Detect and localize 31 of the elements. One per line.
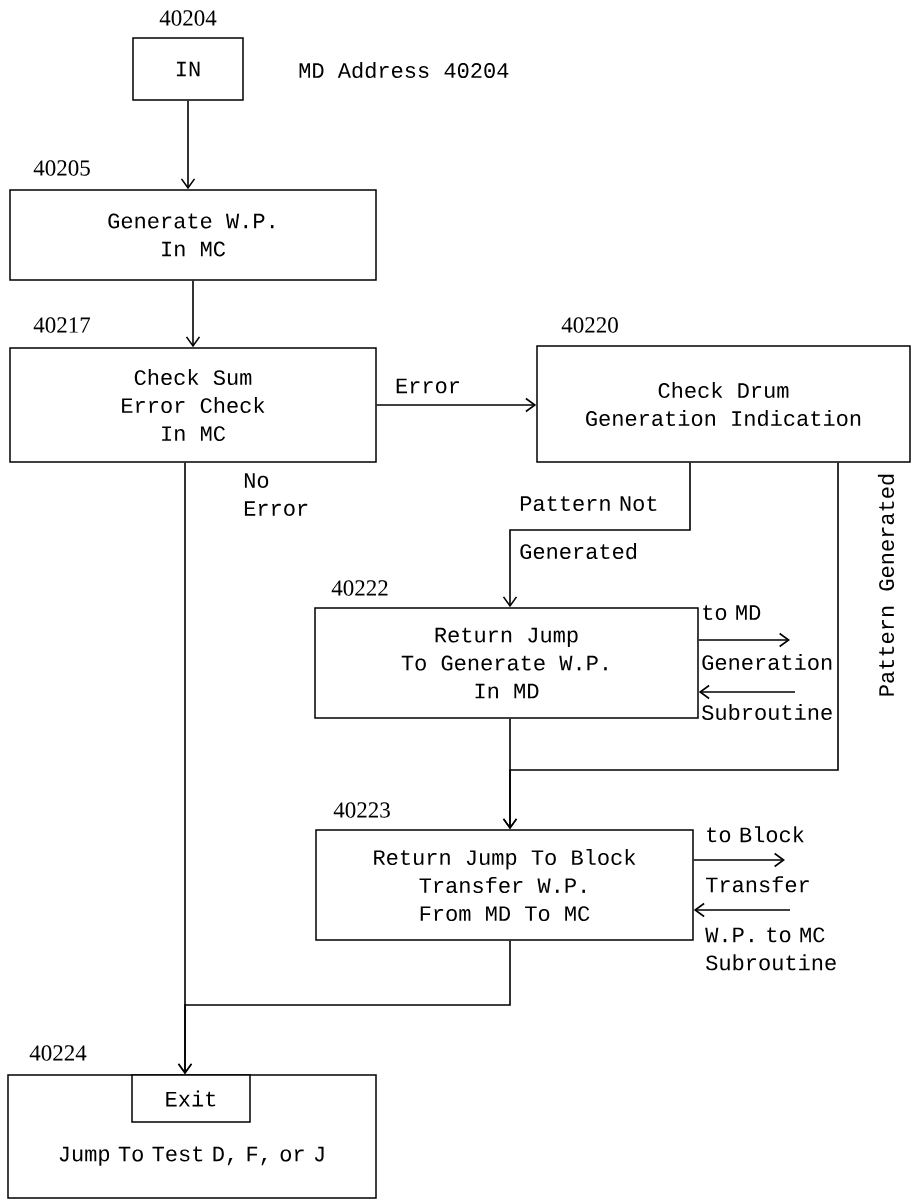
address-number: 40220 [561,317,618,333]
arrow [375,397,537,413]
address-number: 40205 [33,160,90,176]
process-box: Check Drum Generation Indication [536,345,911,463]
arrow [177,939,511,1075]
address-number: 40217 [33,317,91,333]
edge-label: Pattern Not Generated [520,496,657,560]
arrow [502,717,518,830]
process-box: IN [132,37,244,101]
arrow [692,852,785,868]
process-box: Check Sum Error Check In MC [9,347,377,463]
arrow [502,461,691,608]
address-number: 40223 [333,802,390,818]
edge-label: No Error [242,472,325,517]
address-number: 40222 [331,580,388,596]
edge-label: Error [394,377,462,395]
address-number: 40224 [29,1045,87,1061]
note-label: MD Address 40204 [299,61,509,79]
process-box: Return Jump To Block Transfer W.P. From MD To MC [315,829,694,941]
arrow [180,99,196,190]
arrow [693,902,791,918]
arrow [697,632,790,648]
edge-label: Pattern Generated [876,471,896,699]
flow-note: to Block Transfer W.P. to MC Subroutine [705,826,836,971]
flow-note: to MD Generation Subroutine [702,605,832,721]
arrow [698,684,796,700]
process-box: Generate W.P. In MC [9,189,377,281]
address-number: 40204 [159,10,217,26]
arrow [185,279,201,348]
process-box: Return Jump To Generate W.P. In MD [314,607,699,719]
exit-box: Exit [131,1074,251,1123]
